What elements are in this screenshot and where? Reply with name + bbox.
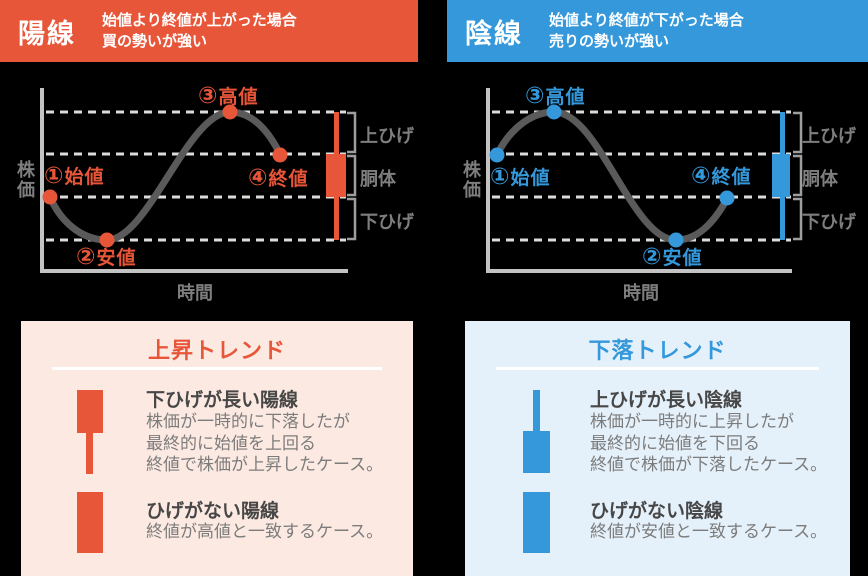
uptrend-item1-desc-line3: 終値で株価が上昇したケース。 bbox=[146, 455, 384, 474]
uptrend-item1-desc-line1: 株価が一時的に下落したが bbox=[146, 412, 350, 431]
no-shadow-bearish-candle-icon bbox=[523, 492, 550, 553]
bearish-y-axis-label: 株価 bbox=[461, 160, 481, 200]
uptrend-item1-desc-line2: 最終的に始値を上回る bbox=[146, 433, 316, 453]
candle-body bbox=[523, 492, 550, 553]
bearish-candle-body bbox=[772, 154, 790, 197]
bullish-low-dot bbox=[99, 232, 115, 248]
bullish-candle-body bbox=[326, 154, 346, 197]
bullish-price-points bbox=[42, 104, 288, 248]
bullish-candlestick bbox=[326, 112, 346, 240]
bearish-low-dot bbox=[668, 232, 684, 248]
bearish-upper-shadow-label: 上ひげ bbox=[802, 126, 856, 146]
bearish-header-desc-line2: 売りの勢いが強い bbox=[549, 33, 670, 50]
bearish-price-curve bbox=[493, 108, 731, 244]
bearish-high-label: ③高値 bbox=[525, 82, 586, 108]
uptrend-item2-desc-line1: 終値が高値と一致するケース。 bbox=[146, 522, 384, 541]
bearish-price-points bbox=[489, 104, 735, 248]
bearish-close-dot bbox=[719, 190, 735, 206]
bullish-upper-shadow-label: 上ひげ bbox=[360, 126, 414, 146]
uptrend-item1-heading: 下ひげが長い陽線 bbox=[146, 390, 299, 411]
bearish-close-label: ④終値 bbox=[691, 162, 752, 188]
bearish-body-label: 胴体 bbox=[802, 169, 838, 189]
bearish-lower-shadow-label: 下ひげ bbox=[802, 212, 856, 232]
downtrend-item2-heading: ひげがない陰線 bbox=[590, 501, 724, 522]
downtrend-item2-desc-line1: 終値が安値と一致するケース。 bbox=[590, 522, 828, 541]
uptrend-divider bbox=[52, 367, 382, 370]
uptrend-box-title: 上昇トレンド bbox=[147, 338, 286, 363]
downtrend-divider bbox=[496, 367, 819, 370]
candle-body bbox=[77, 492, 103, 553]
long-lower-shadow-bullish-candle-icon bbox=[77, 390, 103, 494]
bullish-header-description: 始値より終値が上がった場合 買の勢いが強い bbox=[102, 10, 297, 52]
uptrend-item2-heading: ひげがない陽線 bbox=[146, 501, 280, 522]
downtrend-item1-description: 株価が一時的に上昇したが 最終的に始値を下回る 終値で株価が下落したケース。 bbox=[590, 411, 827, 476]
downtrend-item1-desc-line3: 終値で株価が下落したケース。 bbox=[590, 455, 828, 474]
downtrend-box: 下落トレンド 上ひげが長い陰線 株価が一時的に上昇したが 最終的に始値を下回る … bbox=[465, 321, 850, 576]
bullish-header-title: 陽線 bbox=[18, 18, 76, 49]
bullish-lower-shadow-label: 下ひげ bbox=[360, 212, 414, 232]
bearish-header-description: 始値より終値が下がった場合 売りの勢いが強い bbox=[549, 10, 744, 52]
downtrend-item2-description: 終値が安値と一致するケース。 bbox=[590, 521, 827, 543]
bullish-y-axis-label: 株価 bbox=[15, 160, 35, 200]
bullish-price-chart bbox=[40, 88, 357, 273]
no-shadow-bullish-candle-icon bbox=[77, 492, 103, 553]
bearish-candlestick bbox=[772, 112, 790, 240]
long-upper-shadow-bearish-candle-icon bbox=[523, 390, 550, 494]
candle-body bbox=[77, 390, 103, 433]
downtrend-item1-desc-line1: 株価が一時的に上昇したが bbox=[590, 412, 794, 431]
candle-body bbox=[523, 431, 550, 473]
bullish-header-desc-line2: 買の勢いが強い bbox=[102, 33, 208, 50]
uptrend-item1-description: 株価が一時的に下落したが 最終的に始値を上回る 終値で株価が上昇したケース。 bbox=[146, 411, 383, 476]
bearish-header-desc-line1: 始値より終値が下がった場合 bbox=[549, 12, 744, 29]
candle-lower-wick bbox=[86, 433, 93, 474]
bullish-axes bbox=[40, 88, 348, 273]
bullish-open-dot bbox=[42, 189, 58, 205]
bullish-close-dot bbox=[272, 147, 288, 163]
bullish-header-desc-line1: 始値より終値が上がった場合 bbox=[102, 12, 297, 29]
bullish-high-label: ③高値 bbox=[198, 82, 259, 108]
uptrend-item2-description: 終値が高値と一致するケース。 bbox=[146, 521, 383, 543]
bullish-high-dot bbox=[222, 104, 238, 120]
bullish-x-axis-label: 時間 bbox=[177, 283, 213, 303]
bullish-price-curve bbox=[46, 108, 284, 244]
candle-upper-wick bbox=[533, 390, 540, 431]
downtrend-item1-heading: 上ひげが長い陰線 bbox=[590, 390, 743, 411]
bearish-open-label: ①始値 bbox=[490, 163, 551, 189]
bearish-axes bbox=[486, 88, 792, 273]
bearish-low-label: ②安値 bbox=[642, 243, 703, 269]
downtrend-box-title: 下落トレンド bbox=[588, 338, 727, 363]
bullish-body-label: 胴体 bbox=[360, 169, 396, 189]
bearish-high-dot bbox=[546, 104, 562, 120]
bullish-open-label: ①始値 bbox=[44, 162, 105, 188]
bullish-header: 陽線 始値より終値が上がった場合 買の勢いが強い bbox=[0, 0, 418, 62]
bearish-header-title: 陰線 bbox=[465, 18, 523, 49]
bearish-open-dot bbox=[489, 147, 505, 163]
bearish-section-brackets bbox=[793, 111, 803, 241]
bearish-x-axis-label: 時間 bbox=[623, 283, 659, 303]
bullish-close-label: ④終値 bbox=[248, 164, 309, 190]
bullish-section-brackets bbox=[347, 111, 357, 241]
bullish-low-label: ②安値 bbox=[76, 243, 137, 269]
uptrend-box: 上昇トレンド 下ひげが長い陽線 株価が一時的に下落したが 最終的に始値を上回る … bbox=[21, 321, 413, 576]
bearish-header: 陰線 始値より終値が下がった場合 売りの勢いが強い bbox=[447, 0, 868, 62]
bearish-price-chart bbox=[486, 88, 803, 273]
downtrend-item1-desc-line2: 最終的に始値を下回る bbox=[590, 433, 760, 453]
